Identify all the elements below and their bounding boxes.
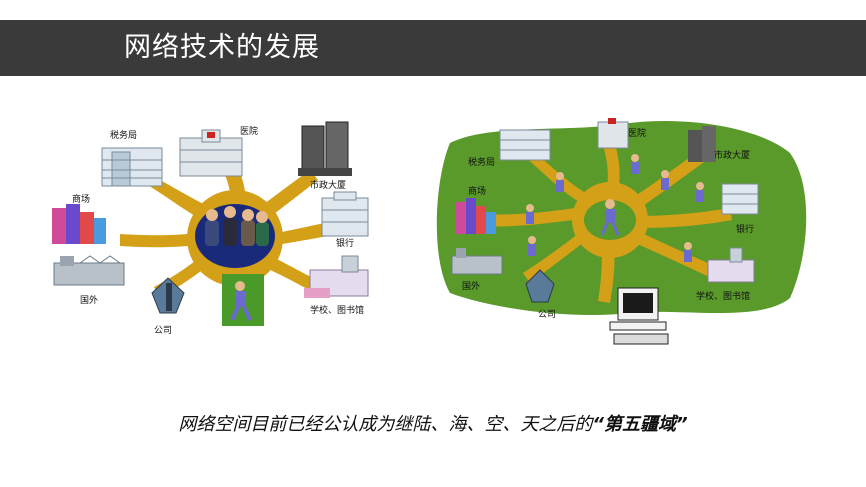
- label-hospital: 医院: [628, 127, 646, 139]
- city-hall-building-icon: [688, 126, 716, 162]
- label-mall: 商场: [72, 193, 90, 205]
- label-tax: 税务局: [468, 156, 495, 168]
- label-school: 学校、图书馆: [310, 304, 364, 316]
- school-building-icon: [707, 247, 755, 283]
- hospital-building-icon: [179, 129, 243, 177]
- label-hospital: 医院: [240, 125, 258, 137]
- network-diagram-left: 税务局 医院 市政大厦 商场 银行 国外 学校、图书馆 公司: [52, 121, 369, 336]
- center-person-icon: [600, 199, 620, 236]
- city-hall-building-icon: [298, 121, 352, 176]
- label-bank: 银行: [736, 223, 754, 235]
- label-abroad: 国外: [80, 294, 98, 306]
- bank-building-icon: [321, 191, 369, 237]
- tax-building-icon: [499, 129, 551, 161]
- mall-building-icon: [456, 198, 496, 234]
- company-building-icon: [525, 269, 555, 303]
- label-city-hall: 市政大厦: [714, 149, 750, 161]
- abroad-factory-icon: [451, 248, 503, 275]
- network-diagram-right: 税务局 医院 市政大厦 商场 银行 国外 学校、图书馆 公司: [436, 118, 807, 345]
- label-tax: 税务局: [110, 129, 137, 141]
- page-title: 网络技术的发展: [124, 32, 320, 63]
- walking-people-icons: [526, 154, 704, 262]
- label-company: 公司: [538, 309, 556, 320]
- company-building-icon: [151, 277, 185, 314]
- school-building-icon: [304, 255, 369, 298]
- label-school: 学校、图书馆: [696, 290, 750, 302]
- mall-building-icon: [52, 204, 106, 244]
- label-mall: 商场: [468, 185, 486, 197]
- computer-terminal-icon: [609, 287, 669, 345]
- walking-person-card-icon: [222, 274, 264, 326]
- bank-building-icon: [721, 183, 759, 215]
- handshake-people-icon: [205, 206, 269, 246]
- caption-main: 网络空间目前已经公认成为继陆、海、空、天之后的: [178, 414, 593, 435]
- label-bank: 银行: [336, 237, 354, 249]
- caption-emphasis: “第五疆域”: [592, 414, 688, 435]
- title-bar: 网络技术的发展: [0, 20, 866, 76]
- hospital-building-icon: [597, 118, 629, 149]
- label-city-hall: 市政大厦: [310, 179, 346, 191]
- tax-building-icon: [101, 147, 163, 187]
- label-company: 公司: [154, 325, 172, 336]
- abroad-factory-icon: [53, 255, 125, 286]
- label-abroad: 国外: [462, 280, 480, 292]
- caption: 网络空间目前已经公认成为继陆、海、空、天之后的“第五疆域”: [0, 410, 866, 436]
